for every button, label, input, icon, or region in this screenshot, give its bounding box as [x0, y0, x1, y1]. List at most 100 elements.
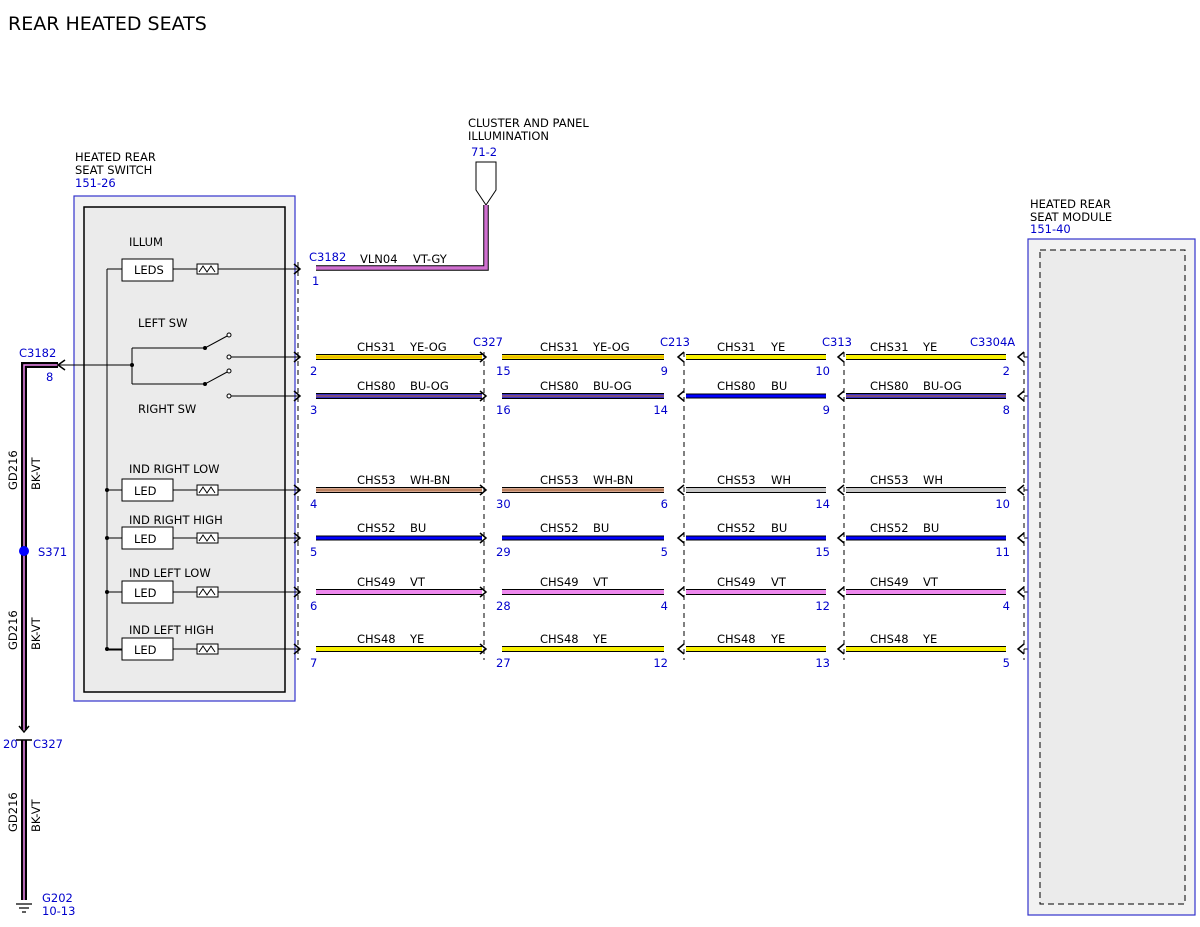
c327-arrow-icon: [18, 725, 30, 734]
connector-arrow-icon: [676, 484, 685, 496]
pin-number: 27: [496, 656, 511, 670]
wire-color-label: YE: [770, 340, 785, 354]
led-resistor-icon: [196, 484, 219, 496]
connector-arrow-icon: [836, 390, 845, 402]
connector-arrow-icon: [676, 643, 685, 655]
illum-pin: 1: [312, 274, 319, 288]
switch-inner-box: [83, 206, 286, 693]
wire-color-label: YE-OG: [409, 340, 447, 354]
connector-c313[interactable]: C313: [822, 335, 852, 349]
ground-sw-pin: 8: [46, 370, 53, 384]
connector-arrow-icon: [1016, 643, 1025, 655]
pin-number: 10: [815, 364, 830, 378]
ground-color-1: BK-VT: [29, 456, 43, 490]
wire-circuit-label: CHS53: [870, 473, 909, 487]
connector-arrow-icon: [676, 351, 685, 363]
wire-color-label: WH: [923, 473, 943, 487]
illum-wire-color: [316, 205, 488, 270]
ground-name[interactable]: G202: [42, 891, 73, 905]
wire-circuit-label: CHS80: [870, 379, 909, 393]
ind-right-high-label: IND RIGHT HIGH: [129, 513, 223, 527]
cluster-name-2: ILLUMINATION: [468, 129, 549, 143]
pin-number: 2: [1003, 364, 1010, 378]
wire-circuit-label: CHS53: [717, 473, 756, 487]
pin-number: 29: [496, 545, 511, 559]
wire-color-label: YE: [592, 632, 607, 646]
leds-label: LEDS: [134, 263, 164, 277]
switch-ref[interactable]: 151-26: [75, 176, 116, 190]
pin-number: 4: [1003, 599, 1010, 613]
wire-circuit-label: CHS52: [540, 521, 579, 535]
wire-circuit-label: CHS48: [870, 632, 909, 646]
left-sw-label: LEFT SW: [138, 316, 187, 330]
module-ref[interactable]: 151-40: [1030, 222, 1071, 236]
pin-number: 2: [310, 364, 317, 378]
ground-c327-connector[interactable]: C327: [33, 737, 63, 751]
connector-arrow-icon: [1016, 586, 1025, 598]
led-label: LED: [134, 586, 157, 600]
wire-color-label: YE: [922, 632, 937, 646]
led-label: LED: [134, 484, 157, 498]
pin-number: 11: [995, 545, 1010, 559]
pin-number: 6: [661, 497, 668, 511]
wire-circuit-label: CHS52: [357, 521, 396, 535]
wire-circuit-label: CHS52: [717, 521, 756, 535]
connector-arrow-icon: [676, 532, 685, 544]
wire-circuit-label: CHS48: [357, 632, 396, 646]
wire-color-label: BU-OG: [923, 379, 962, 393]
connector-c3304a[interactable]: C3304A: [970, 335, 1015, 349]
ground-circuit-3: GD216: [6, 792, 20, 832]
pin-number: 30: [496, 497, 511, 511]
pin-number: 12: [815, 599, 830, 613]
connector-arrow-icon: [479, 532, 488, 544]
module-inner-box: [1039, 249, 1186, 905]
splice-label[interactable]: S371: [38, 545, 67, 559]
wire-circuit-label: CHS80: [357, 379, 396, 393]
connector-arrow-icon: [293, 390, 302, 402]
ground-circuit-2: GD216: [6, 610, 20, 650]
ground-ref[interactable]: 10-13: [42, 904, 75, 918]
circuit-row-chs48: CHS48YECHS48YECHS48YECHS48YE72712135RRHI…: [293, 632, 1111, 670]
ground-sw-arrow-icon: [56, 359, 66, 371]
connector-arrow-icon: [293, 643, 302, 655]
ground-circuit-1: GD216: [6, 450, 20, 490]
wire-circuit-label: CHS48: [717, 632, 756, 646]
wire-circuit-label: CHS31: [540, 340, 579, 354]
pin-number: 5: [661, 545, 668, 559]
pin-number: 10: [995, 497, 1010, 511]
cluster-ref[interactable]: 71-2: [471, 145, 497, 159]
illum-circuit-color: VT-GY: [413, 252, 448, 266]
connector-c327[interactable]: C327: [473, 335, 503, 349]
pin-number: 15: [496, 364, 511, 378]
wire-circuit-label: CHS80: [717, 379, 756, 393]
wire-circuit-label: CHS49: [717, 575, 756, 589]
connector-arrow-icon: [676, 586, 685, 598]
wire-color-label: VT: [771, 575, 787, 589]
ground-sw-connector[interactable]: C3182: [19, 346, 56, 360]
cluster-illumination: CLUSTER AND PANEL ILLUMINATION 71-2: [468, 116, 589, 206]
ind-left-high-label: IND LEFT HIGH: [129, 623, 214, 637]
pin-number: 8: [1003, 403, 1010, 417]
connector-c213[interactable]: C213: [660, 335, 690, 349]
pin-number: 9: [823, 403, 830, 417]
led-resistor-icon: [196, 586, 219, 598]
pin-number: 6: [310, 599, 317, 613]
ground-color-3: BK-VT: [29, 798, 43, 832]
connector-arrow-icon: [1016, 532, 1025, 544]
wire-color-label: YE: [922, 340, 937, 354]
connector-arrow-icon: [836, 643, 845, 655]
connector-arrow-icon: [676, 390, 685, 402]
connector-c3182-top[interactable]: C3182: [309, 250, 346, 264]
wire-circuit-label: CHS49: [870, 575, 909, 589]
wire-color-label: BU: [923, 521, 939, 535]
pin-number: 5: [1003, 656, 1010, 670]
pin-number: 16: [496, 403, 511, 417]
wire-color-label: BU: [771, 521, 787, 535]
connector-arrow-icon: [1016, 484, 1025, 496]
leds-box: [121, 258, 174, 282]
ground-color-2: BK-VT: [29, 616, 43, 650]
